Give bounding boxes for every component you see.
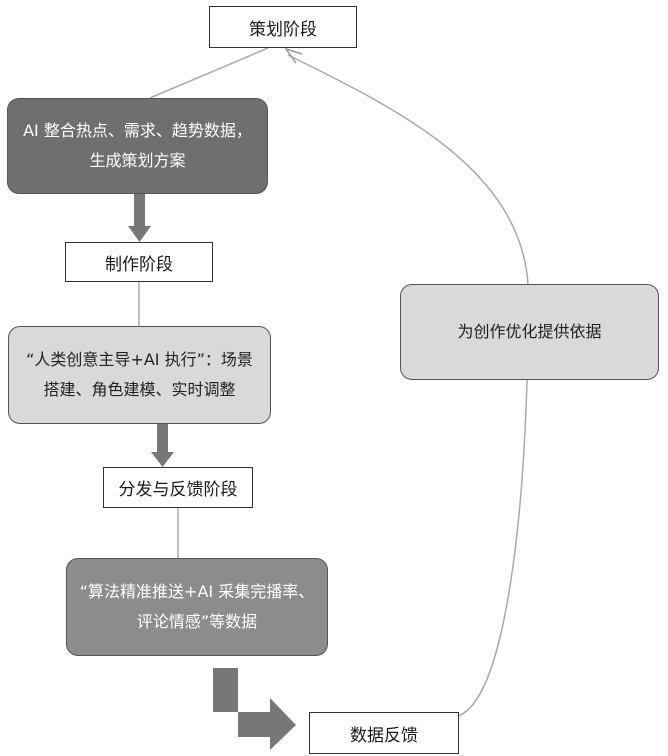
data-feedback-box: 数据反馈 xyxy=(309,712,459,754)
optimization-label: 为创作优化提供依据 xyxy=(457,322,602,341)
connector-feedback-to-optimization xyxy=(457,379,528,717)
distribution-stage-box: 分发与反馈阶段 xyxy=(103,467,253,508)
distribution-stage-label: 分发与反馈阶段 xyxy=(118,480,238,500)
connector-optimization-to-planning xyxy=(287,54,529,285)
ai-planning-label: AI 整合热点、需求、趋势数据，生成策划方案 xyxy=(23,121,252,170)
arrow-ai-to-production xyxy=(128,194,151,242)
planning-stage-label: 策划阶段 xyxy=(249,19,317,40)
production-stage-label: 制作阶段 xyxy=(105,254,173,275)
ai-planning-box: AI 整合热点、需求、趋势数据，生成策划方案 xyxy=(7,98,268,194)
human-ai-label: “人类创意主导+AI 执行”：场景搭建、角色建模、实时调整 xyxy=(26,350,253,399)
arrowhead-to-planning xyxy=(284,47,303,64)
data-feedback-label: 数据反馈 xyxy=(350,725,418,746)
planning-stage-box: 策划阶段 xyxy=(209,6,357,48)
connector-planning-to-ai xyxy=(149,47,269,99)
production-stage-box: 制作阶段 xyxy=(65,242,213,282)
arrow-algorithm-to-feedback xyxy=(213,668,296,750)
arrow-human-ai-to-distribution xyxy=(151,424,174,467)
human-ai-box: “人类创意主导+AI 执行”：场景搭建、角色建模、实时调整 xyxy=(8,326,271,424)
optimization-box: 为创作优化提供依据 xyxy=(400,284,659,380)
algorithm-label: “算法精准推送+AI 采集完播率、评论情感”等数据 xyxy=(79,582,315,631)
algorithm-box: “算法精准推送+AI 采集完播率、评论情感”等数据 xyxy=(66,558,328,656)
